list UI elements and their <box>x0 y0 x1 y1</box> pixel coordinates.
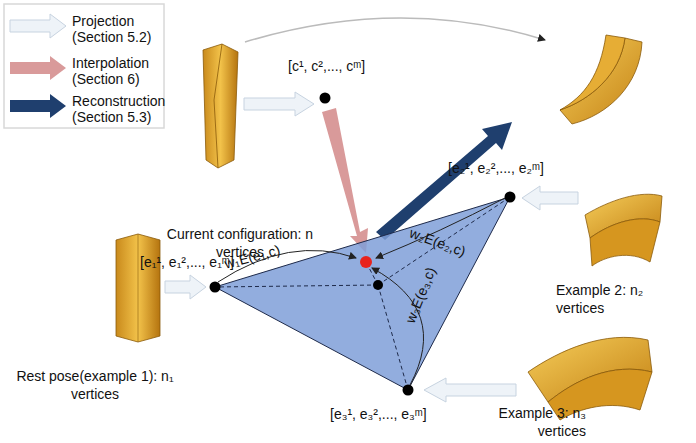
dashed-edge <box>215 197 510 390</box>
caption-text: Example 2: n₂ vertices <box>556 282 676 317</box>
projection-arrow <box>522 186 578 210</box>
legend-text: Reconstruction (Section 5.3) <box>72 93 160 125</box>
interpolation-arrow <box>322 108 368 253</box>
rest-bar <box>116 234 160 342</box>
vector-label: [c¹, c²,..., cᵐ] <box>288 58 418 76</box>
point <box>320 93 331 104</box>
simplex <box>215 197 510 390</box>
caption-text: Rest pose(example 1): n₁ vertices <box>10 368 180 403</box>
point <box>210 282 221 293</box>
point <box>403 385 414 396</box>
twisted-bar <box>203 44 238 168</box>
projection-arrow <box>244 92 314 116</box>
caption-text: Example 3: n₃ vertices <box>486 405 586 440</box>
point <box>505 192 516 203</box>
projection-arrow <box>165 275 206 299</box>
current-point <box>360 256 372 268</box>
curved-arrow <box>245 18 545 42</box>
point <box>373 280 383 290</box>
legend-box <box>4 4 164 128</box>
projection-arrow <box>424 378 516 402</box>
legend-text: Projection (Section 5.2) <box>72 13 160 45</box>
twisted-beam <box>585 194 662 266</box>
legend-text: Interpolation (Section 6) <box>72 55 160 87</box>
vector-label: [e₃¹, e₃²,..., e₃ᵐ] <box>330 406 490 424</box>
legend-arrow <box>10 14 66 118</box>
bent-beam <box>560 35 642 124</box>
vector-label: [e₂¹, e₂²,..., e₂ᵐ] <box>448 160 608 178</box>
